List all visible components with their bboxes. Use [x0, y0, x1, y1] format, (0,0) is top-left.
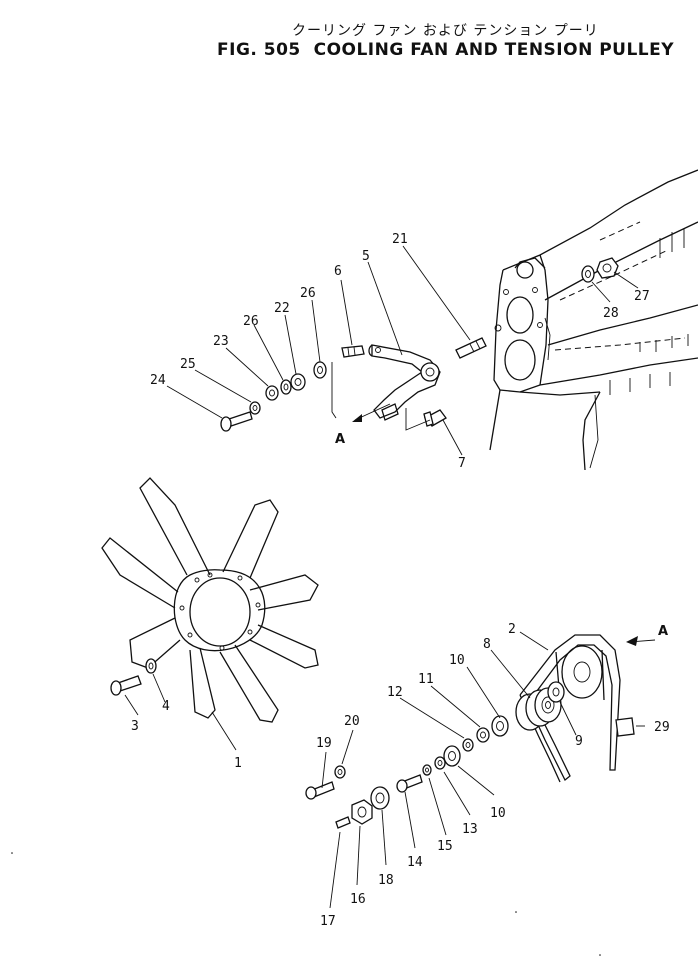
- washer-13: [434, 756, 446, 770]
- part-tag-29: [615, 717, 635, 737]
- label-part-18: 18: [378, 873, 394, 888]
- label-part-10a: 10: [449, 653, 465, 668]
- tension-arm-bracket-5: [368, 344, 441, 421]
- label-part-16: 16: [350, 892, 366, 907]
- label-part-27: 27: [634, 289, 650, 304]
- label-part-28: 28: [603, 306, 619, 321]
- washer-20: [334, 765, 346, 779]
- label-part-12: 12: [387, 685, 403, 700]
- bolt-3: [110, 675, 142, 696]
- bolt-24: [220, 411, 253, 432]
- view-marker-a-upper: A: [335, 432, 345, 447]
- snap-ring-11: [476, 727, 490, 743]
- figure-title-japanese: クーリング ファン および テンション プーリ: [292, 23, 599, 39]
- scan-specks: [11, 852, 601, 956]
- cooling-fan-1: [101, 477, 319, 723]
- label-part-26a: 26: [243, 314, 259, 329]
- bearing-9: [547, 681, 565, 703]
- washer-4: [145, 658, 157, 674]
- nut-22: [290, 373, 306, 391]
- tension-pulley-8: [515, 687, 562, 731]
- label-part-1: 1: [234, 756, 242, 771]
- bolt-7: [423, 409, 447, 427]
- bolt-6: [341, 345, 365, 358]
- label-part-6: 6: [334, 264, 342, 279]
- label-part-14: 14: [407, 855, 423, 870]
- label-part-25: 25: [180, 357, 196, 372]
- label-part-5: 5: [362, 249, 370, 264]
- label-part-24: 24: [150, 373, 166, 388]
- spacer-26b: [313, 361, 327, 379]
- label-part-10b: 10: [490, 806, 506, 821]
- washer-26a: [280, 379, 292, 395]
- leader-lines: [124, 245, 656, 909]
- washer-25: [249, 401, 261, 415]
- part-number-labels: 1 2 3 4 5 6 7 8 9 10 10 11 12 13 14 15 1…: [131, 232, 670, 929]
- label-part-11: 11: [418, 672, 434, 687]
- cover-18: [370, 786, 390, 810]
- nut-27: [596, 257, 619, 279]
- washer-23: [265, 385, 279, 401]
- label-part-3: 3: [131, 719, 139, 734]
- washer-15: [422, 764, 432, 776]
- label-part-29: 29: [654, 720, 670, 735]
- label-part-9: 9: [575, 734, 583, 749]
- label-part-2: 2: [508, 622, 516, 637]
- label-part-20: 20: [344, 714, 360, 729]
- label-part-26b: 26: [300, 286, 316, 301]
- bolt-14: [396, 774, 423, 793]
- label-part-4: 4: [162, 699, 170, 714]
- label-part-19: 19: [316, 736, 332, 751]
- label-part-15: 15: [437, 839, 453, 854]
- spacer-12: [462, 738, 474, 752]
- view-marker-a-lower: A: [658, 624, 668, 639]
- bearing-10b: [443, 745, 461, 767]
- label-part-7: 7: [458, 456, 466, 471]
- label-part-17: 17: [320, 914, 336, 929]
- stud-21: [455, 337, 487, 359]
- engine-block: [489, 169, 698, 471]
- figure-title: FIG. 505 COOLING FAN AND TENSION PULLEY: [217, 40, 675, 60]
- label-part-8: 8: [483, 637, 491, 652]
- grease-fitting-17: [335, 816, 351, 829]
- washer-28: [581, 265, 595, 283]
- label-part-13: 13: [462, 822, 478, 837]
- label-part-21: 21: [392, 232, 408, 247]
- label-part-22: 22: [274, 301, 290, 316]
- bearing-10a: [491, 715, 509, 737]
- hub-16: [351, 799, 373, 825]
- label-part-23: 23: [213, 334, 229, 349]
- bolt-19: [305, 781, 335, 800]
